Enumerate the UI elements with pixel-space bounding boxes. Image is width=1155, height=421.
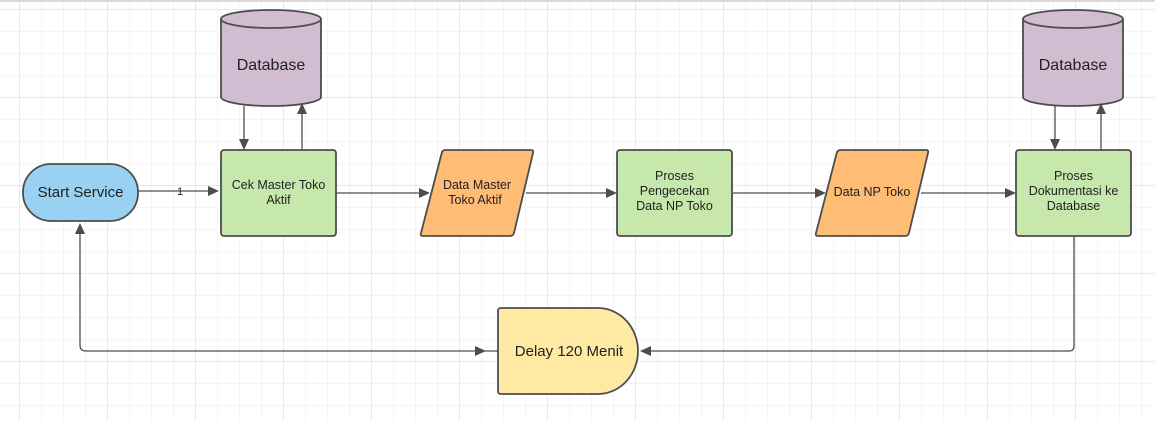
proses-dokumentasi-process[interactable]: Proses Dokumentasi ke Database <box>1015 149 1132 237</box>
data-np-toko-data[interactable]: Data NP Toko <box>814 149 930 237</box>
edge-pengecekan-to-data-np[interactable] <box>733 188 826 198</box>
edge-start-to-cek[interactable] <box>138 186 219 196</box>
dokumentasi-label-line3: Database <box>1047 199 1101 213</box>
data-master-toko-aktif-data[interactable]: Data Master Toko Aktif <box>419 149 535 237</box>
edge-label-1: 1 <box>177 186 183 198</box>
data-master-label-line1: Data Master <box>443 178 511 192</box>
edge-data-master-to-pengecekan[interactable] <box>526 188 617 198</box>
data-master-label-line2: Toko Aktif <box>448 193 502 207</box>
dokumentasi-label-line1: Proses <box>1054 169 1093 183</box>
edge-cek-to-data-master[interactable] <box>336 188 430 198</box>
edge-dokumentasi-to-database-right[interactable] <box>1096 103 1106 150</box>
data-np-toko-label: Data NP Toko <box>834 185 911 199</box>
database-right-label: Database <box>1039 57 1108 74</box>
delay-shape[interactable]: Delay 120 Menit <box>497 307 639 395</box>
dokumentasi-label-line2: Dokumentasi ke <box>1029 184 1119 198</box>
database-right[interactable]: Database <box>1022 9 1124 107</box>
start-service-label: Start Service <box>38 184 124 201</box>
database-left[interactable]: Database <box>220 9 322 107</box>
cek-master-label-line2: Aktif <box>266 193 291 207</box>
start-service-terminator[interactable]: Start Service <box>22 163 139 222</box>
edge-database-right-to-dokumentasi[interactable] <box>1050 106 1060 150</box>
edge-database-left-to-cek[interactable] <box>239 106 249 150</box>
pengecekan-label-line1: Proses <box>655 169 694 183</box>
database-left-label: Database <box>237 57 306 74</box>
pengecekan-label-line3: Data NP Toko <box>636 199 713 213</box>
delay-label: Delay 120 Menit <box>515 343 624 360</box>
edge-cek-to-database-left[interactable] <box>297 103 307 150</box>
cek-master-toko-aktif-process[interactable]: Cek Master Toko Aktif <box>220 149 337 237</box>
edge-dokumentasi-to-delay[interactable] <box>640 237 1075 356</box>
edge-delay-to-start[interactable] <box>75 223 498 356</box>
edge-data-np-to-dokumentasi[interactable] <box>921 188 1016 198</box>
proses-pengecekan-process[interactable]: Proses Pengecekan Data NP Toko <box>616 149 733 237</box>
cek-master-label-line1: Cek Master Toko <box>232 178 326 192</box>
pengecekan-label-line2: Pengecekan <box>640 184 710 198</box>
